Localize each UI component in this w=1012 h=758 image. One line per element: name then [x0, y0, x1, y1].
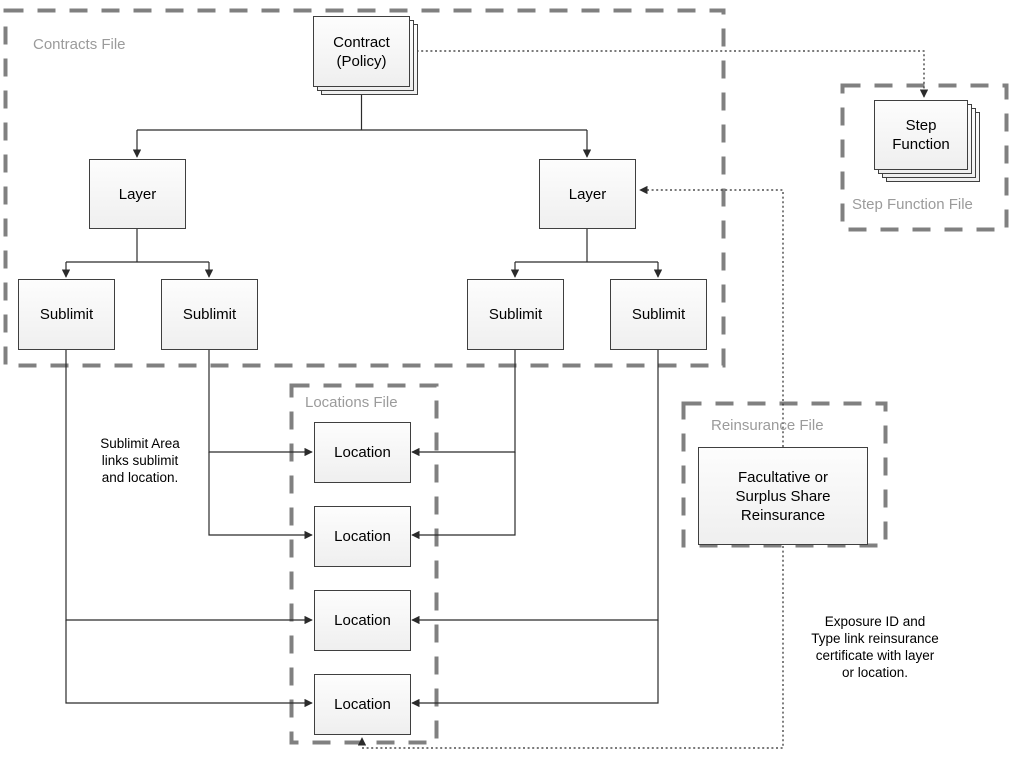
- contracts-file-border: [3, 8, 726, 368]
- reinsurance-label-line-3: Reinsurance: [740, 506, 826, 524]
- node-sublimit-3[interactable]: Sublimit: [467, 279, 564, 350]
- reinsurance-file-label: Reinsurance File: [711, 417, 824, 434]
- node-sublimit-1[interactable]: Sublimit: [18, 279, 115, 350]
- node-layer-right[interactable]: Layer: [539, 159, 636, 229]
- connector-sublimit2-to-location2: [208, 452, 313, 540]
- annotation-exposure-id-line-1: Exposure ID and: [824, 614, 926, 629]
- annotation-exposure-id-line-4: or location.: [841, 665, 909, 680]
- locations-file-border: [289, 383, 439, 745]
- contract-label-line-1: Contract: [333, 33, 390, 51]
- node-sublimit-2[interactable]: Sublimit: [161, 279, 258, 350]
- annotation-sublimit-area-line-3: and location.: [101, 470, 179, 485]
- connector-sublimit2-to-location1: [208, 350, 313, 457]
- annotation-sublimit-area-line-1: Sublimit Area: [100, 436, 180, 451]
- connector-sublimit4-to-location4: [411, 620, 659, 708]
- node-step-function[interactable]: Step Function: [874, 100, 968, 170]
- annotation-sublimit-area: Sublimit Area links sublimit and locatio…: [80, 435, 200, 486]
- node-location-2[interactable]: Location: [314, 506, 411, 567]
- reinsurance-label-line-1: Facultative or: [737, 468, 829, 486]
- connector-sublimit1-to-location4: [65, 620, 313, 708]
- step-function-label-line-1: Step: [905, 117, 937, 134]
- connector-sublimit3-to-location2: [411, 452, 516, 540]
- node-location-1[interactable]: Location: [314, 422, 411, 483]
- annotation-exposure-id-line-2: Type link reinsurance: [811, 631, 939, 646]
- connector-sublimit4-to-location3: [411, 350, 659, 625]
- step-function-file-border: [840, 83, 1009, 232]
- node-location-4[interactable]: Location: [314, 674, 411, 735]
- contracts-file-label: Contracts File: [33, 36, 126, 53]
- connector-sublimit3-to-location1: [411, 350, 516, 457]
- step-function-label-line-2: Function: [892, 136, 950, 153]
- annotation-exposure-id-line-3: certificate with layer: [815, 648, 935, 663]
- node-contract[interactable]: Contract (Policy): [313, 16, 410, 87]
- annotation-sublimit-area-line-2: links sublimit: [101, 453, 179, 468]
- reinsurance-file-border: [681, 401, 888, 548]
- reinsurance-label-line-2: Surplus Share: [735, 487, 831, 505]
- connector-contract-to-step-function: [412, 50, 929, 98]
- node-sublimit-4[interactable]: Sublimit: [610, 279, 707, 350]
- locations-file-label: Locations File: [305, 394, 398, 411]
- annotation-exposure-id: Exposure ID and Type link reinsurance ce…: [795, 613, 955, 681]
- connector-reinsurance-to-location4: [357, 546, 784, 749]
- contract-label-line-2: (Policy): [336, 52, 387, 70]
- node-location-3[interactable]: Location: [314, 590, 411, 651]
- node-reinsurance[interactable]: Facultative or Surplus Share Reinsurance: [698, 447, 868, 545]
- node-layer-left[interactable]: Layer: [89, 159, 186, 229]
- step-function-file-label: Step Function File: [852, 196, 973, 213]
